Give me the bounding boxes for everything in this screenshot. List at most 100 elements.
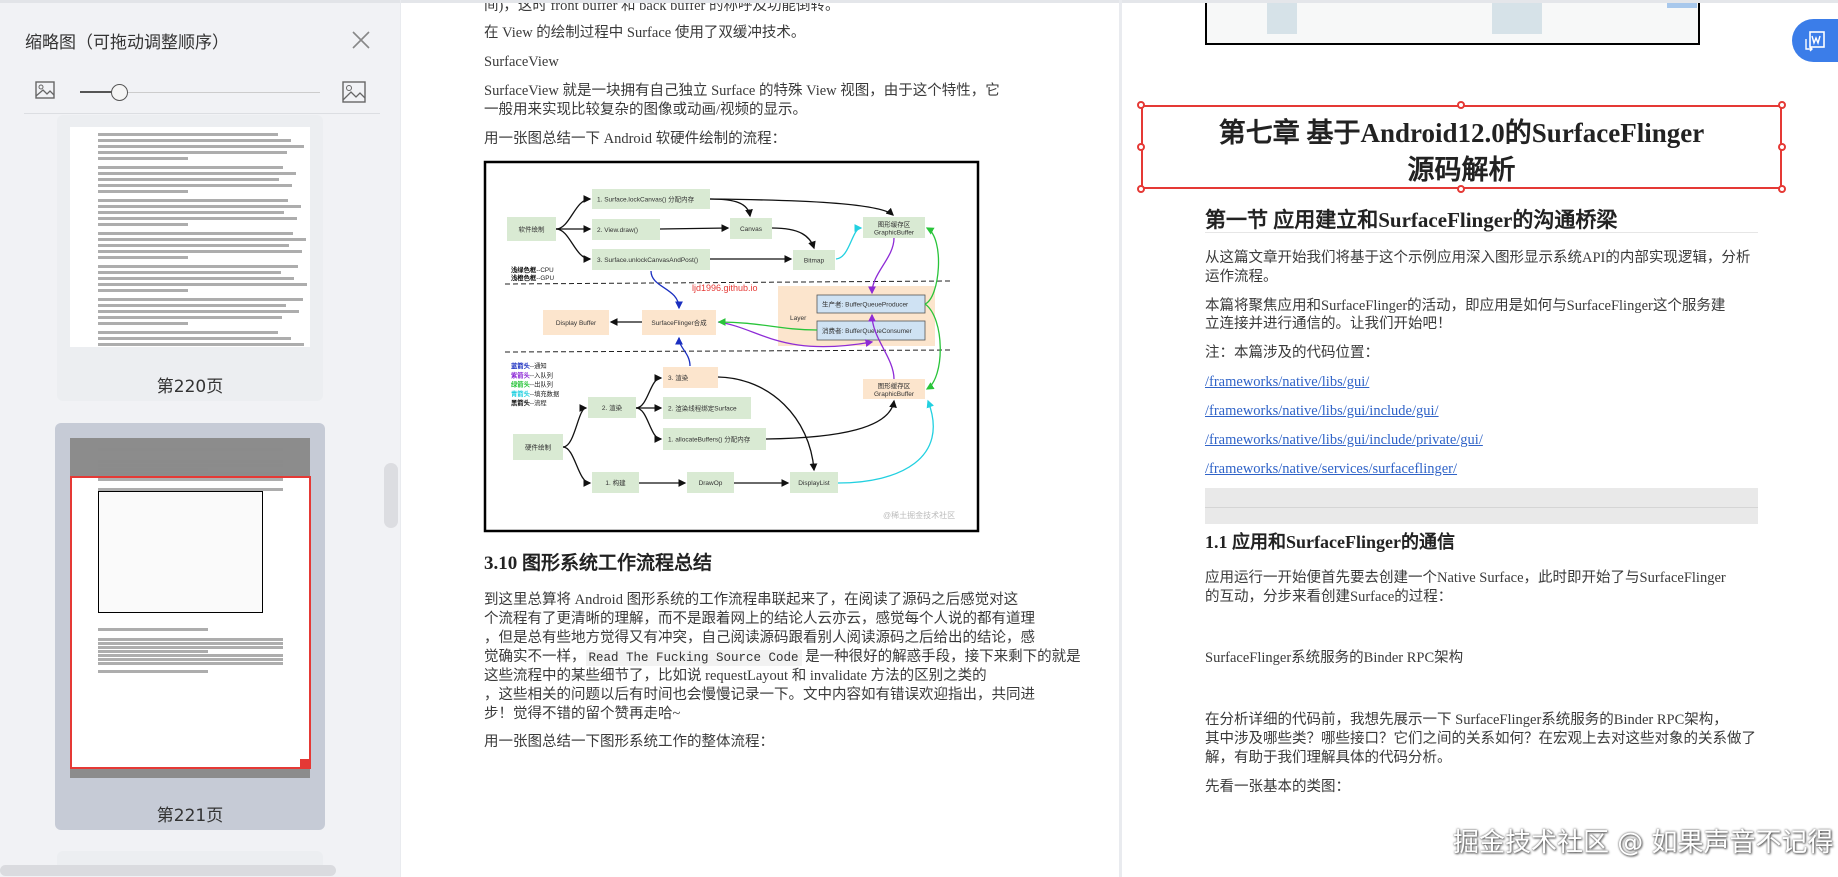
resize-handle[interactable] — [1778, 185, 1786, 193]
viewport-resize-handle[interactable] — [300, 759, 311, 769]
thumbnail-text-line — [98, 310, 299, 313]
sidebar-title: 缩略图（可拖动调整顺序） — [25, 33, 229, 53]
thumbnail-text-line — [98, 271, 281, 274]
legend-item: 绿箭头--出队列 — [511, 380, 553, 389]
divider-dashed — [504, 280, 951, 285]
thumbnail-text-line — [98, 322, 188, 325]
convert-to-word-button[interactable] — [1792, 19, 1838, 62]
flow-arrow — [771, 227, 816, 250]
legend-item: 黑箭头--流程 — [511, 398, 547, 407]
thumbnail-label: 第221页 — [156, 806, 224, 826]
flow-arrow — [868, 313, 895, 380]
flow-arrow — [868, 237, 895, 295]
thumbnail-text-line — [98, 133, 278, 136]
resize-handle[interactable] — [1137, 143, 1145, 151]
flow-arrow — [562, 446, 592, 487]
word-convert-icon — [1805, 31, 1825, 52]
text-line: 的互动，分步来看创建Surface的过程： — [1205, 589, 1453, 605]
thumbnail-text-line — [98, 199, 288, 202]
sidebar-horizontal-scrollbar[interactable] — [0, 865, 336, 876]
thumbnail-text-line — [98, 184, 292, 187]
flow-arrow — [635, 407, 663, 443]
text-line: 到这里总算将 Android 图形系统的工作流程串联起来了，在阅读了源码之后感觉… — [484, 592, 1019, 608]
text-span: 觉确实不一样， — [484, 649, 586, 665]
thumbnail-image — [70, 127, 310, 347]
legend-item: 蓝箭头--通知 — [511, 361, 547, 370]
thumbnail-text-line — [98, 217, 297, 220]
zoom-slider-track[interactable] — [80, 92, 320, 93]
thumbnail-text-line — [98, 298, 303, 301]
resize-handle[interactable] — [1778, 101, 1786, 109]
resize-handle[interactable] — [1137, 185, 1145, 193]
node-label-unlock: 3. Surface.unlockCanvasAndPost() — [597, 257, 698, 264]
code-path-link[interactable]: /frameworks/native/libs/gui/include/gui/ — [1205, 403, 1439, 419]
small-image-icon[interactable] — [35, 81, 55, 99]
node-label-gb_top: 图形缓存区 — [878, 220, 911, 229]
node-label-gb_bot: GraphicBuffer — [874, 391, 915, 398]
thumbnail-text-line — [98, 662, 283, 665]
sidebar-scrollbar[interactable] — [384, 463, 398, 528]
flow-arrow — [717, 318, 818, 331]
thumbnail-page-221[interactable]: 第221页 — [55, 423, 325, 830]
thumbnail-text-line — [98, 304, 286, 307]
node-label-r3: 3. 渲染 — [668, 373, 689, 382]
document-page-221: 间)，这时 front buffer 和 back buffer 的称呼及功能倒… — [401, 0, 1119, 877]
node-label-bitmap: Bitmap — [804, 257, 825, 264]
zoom-slider-thumb[interactable] — [111, 84, 128, 101]
close-icon[interactable] — [350, 29, 372, 51]
subsection-title: 1.1 应用和SurfaceFlinger的通信 — [1205, 532, 1455, 552]
thumbnail-text-line — [98, 139, 291, 142]
text-line: 在分析详细的代码前，我想先展示一下 SurfaceFlinger系统服务的Bin… — [1205, 712, 1728, 728]
text-line: 在 View 的绘制过程中 Surface 使用了双缓冲技术。 — [484, 25, 806, 41]
thumbnail-text-line — [98, 472, 283, 475]
node-label-displaylist: DisplayList — [798, 480, 830, 487]
large-image-icon[interactable] — [342, 81, 366, 103]
flow-arrow — [924, 303, 941, 390]
thumbnail-text-line — [98, 650, 208, 653]
thumbnail-image — [70, 438, 310, 778]
thumbnail-text-line — [98, 205, 301, 208]
thumbnail-page-220[interactable]: 第220页 — [57, 115, 323, 401]
node-box-r3 — [663, 367, 718, 388]
chapter-title: 第七章 基于Android12.0的SurfaceFlinger — [1218, 118, 1705, 148]
node-box-bitmap — [793, 250, 835, 270]
section-title: 第一节 应用建立和SurfaceFlinger的沟通桥梁 — [1205, 208, 1618, 232]
resize-handle[interactable] — [1457, 101, 1465, 109]
text-line: 这些流程中的某些细节了，比如说 requestLayout 和 invalida… — [484, 668, 987, 684]
legend-item: 浅绿色框--CPU — [511, 265, 554, 274]
flow-arrow — [650, 270, 683, 310]
resize-handle[interactable] — [1457, 185, 1465, 193]
section-heading: 3.10 图形系统工作流程总结 — [484, 553, 713, 574]
node-box-display_buffer — [543, 310, 609, 335]
thumbnail-text-line — [98, 232, 293, 235]
code-path-link[interactable]: /frameworks/native/libs/gui/include/priv… — [1205, 432, 1483, 448]
node-box-gb_bot — [863, 379, 925, 399]
thumbnail-text-line — [98, 478, 283, 481]
thumbnail-text-line — [98, 244, 289, 247]
node-box-draw — [592, 219, 660, 240]
code-path-link[interactable]: /frameworks/native/services/surfacefling… — [1205, 461, 1458, 477]
node-box-drawop — [687, 472, 734, 493]
resize-handle[interactable] — [1137, 101, 1145, 109]
node-box-build — [592, 472, 639, 493]
code-path-link[interactable]: /frameworks/native/libs/gui/ — [1205, 374, 1370, 390]
document-page-222: 第七章 基于Android12.0的SurfaceFlinger 源码解析 第一… — [1122, 0, 1838, 877]
thumbnail-text-line — [98, 157, 188, 160]
node-label-hw: 硬件绘制 — [525, 442, 552, 451]
thumbnail-text-line — [98, 238, 306, 241]
resize-handle[interactable] — [1778, 143, 1786, 151]
diagram-fragment — [1205, 3, 1700, 45]
node-label-producer: 生产者: BufferQueueProducer — [822, 299, 909, 308]
thumbnail-text-line — [98, 337, 291, 340]
node-label-alloc: 1. allocateBuffers() 分配内存 — [668, 434, 751, 443]
text-line: 先看一张基本的类图： — [1205, 779, 1350, 795]
node-label-gb_bot: 图形缓存区 — [878, 381, 911, 390]
node-box-displaylist — [790, 472, 838, 493]
node-label-sf: SurfaceFlinger合成 — [651, 318, 707, 327]
viewport-indicator[interactable] — [70, 476, 311, 769]
flow-arrow — [635, 374, 663, 409]
thumbnail-text-line — [98, 166, 283, 169]
thumbnail-text-line — [98, 658, 283, 661]
thumbnail-text-line — [98, 488, 283, 491]
